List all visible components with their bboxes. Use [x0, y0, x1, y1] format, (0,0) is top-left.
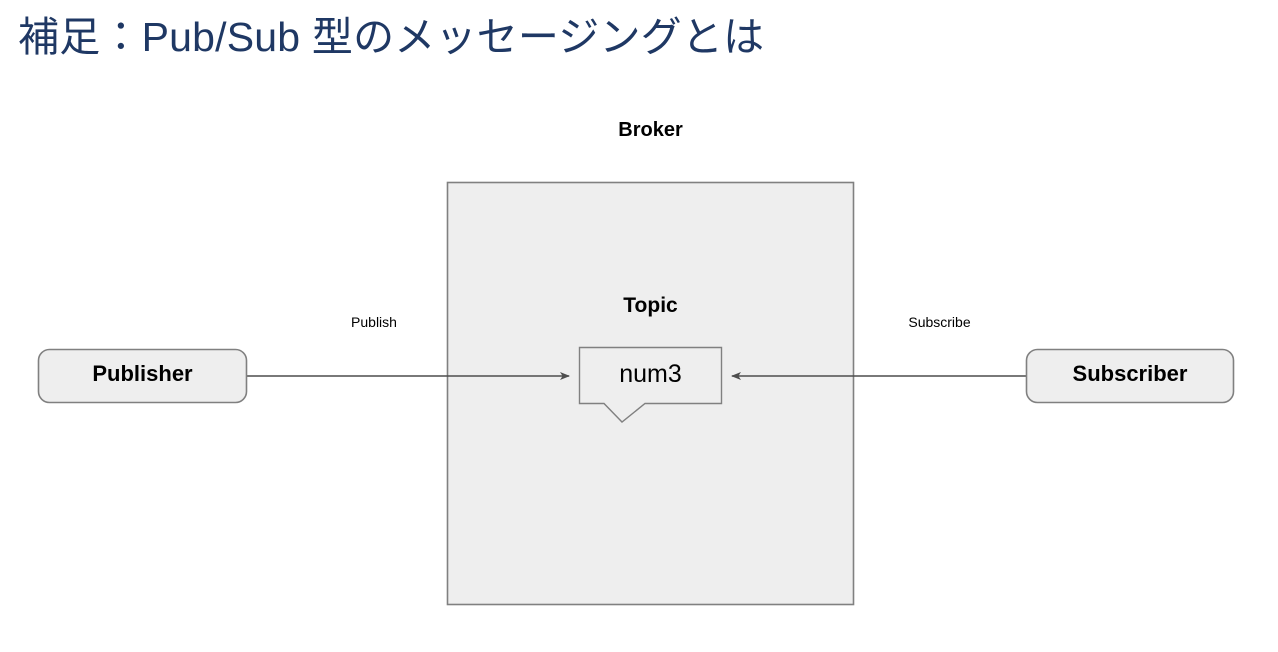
subscriber-box [1025, 348, 1235, 404]
page-title: 補足：Pub/Sub 型のメッセージングとは [18, 14, 765, 60]
topic-callout [578, 346, 723, 423]
publisher-box [37, 348, 248, 404]
